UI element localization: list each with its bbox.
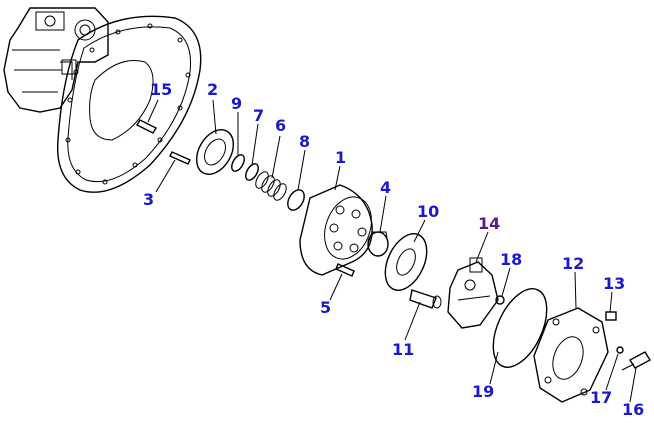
callout-7[interactable]: 7 [253,106,265,125]
callout-10[interactable]: 10 [417,202,440,221]
piston-11 [409,289,442,309]
callout-14[interactable]: 14 [478,214,501,233]
callout-12[interactable]: 12 [562,254,585,273]
end-cover-12 [533,307,609,403]
plug-13 [605,311,617,321]
pin-15 [136,119,157,134]
pump-housing [3,7,109,113]
callout-11[interactable]: 11 [392,340,415,359]
callout-5[interactable]: 5 [320,298,332,317]
callout-2[interactable]: 2 [207,80,219,99]
callout-13[interactable]: 13 [603,274,626,293]
pin-5 [335,263,355,277]
callout-18[interactable]: 18 [500,250,523,269]
bolt-16 [621,351,651,371]
ring-7 [245,163,259,181]
callout-8[interactable]: 8 [299,132,311,151]
part-2-plate [195,129,235,175]
callout-1[interactable]: 1 [335,148,347,167]
pin-3 [169,151,191,165]
callout-16[interactable]: 16 [622,400,645,419]
ring-8 [287,189,305,211]
oring-18 [495,295,505,305]
cylinder-block-1 [299,184,373,276]
swash-14 [447,257,499,329]
callout-4[interactable]: 4 [380,178,392,197]
ring-9 [231,154,245,172]
callout-15[interactable]: 15 [150,80,173,99]
callout-3[interactable]: 3 [143,190,155,209]
retainer-plate-10 [384,233,428,291]
callout-19[interactable]: 19 [472,382,495,401]
washer-17 [616,346,624,354]
callout-9[interactable]: 9 [231,94,243,113]
oring-19 [492,288,548,368]
leader-lines [147,99,637,403]
callout-17[interactable]: 17 [590,388,613,407]
ball-guide-4 [367,231,389,257]
flange-plate [56,15,202,193]
callout-6[interactable]: 6 [275,116,287,135]
spring-6 [255,171,287,201]
